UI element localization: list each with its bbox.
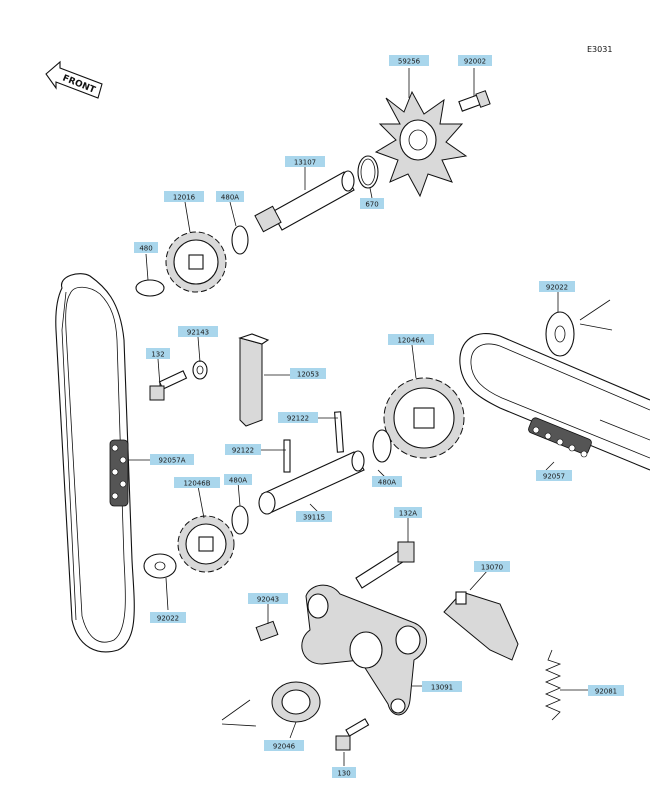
part-label-480A-mid[interactable]: 480A bbox=[224, 474, 252, 485]
circlip-480A-top-icon bbox=[231, 225, 249, 255]
part-label-12046A-text: 12046A bbox=[397, 337, 424, 345]
part-label-480A-mid-text: 480A bbox=[229, 477, 247, 485]
part-label-92143[interactable]: 92143 bbox=[178, 326, 218, 337]
sprocket-12046A-icon bbox=[383, 377, 465, 459]
bearing-92046-icon bbox=[271, 681, 321, 723]
o-ring-670-icon bbox=[357, 155, 379, 189]
part-label-13070-text: 13070 bbox=[481, 564, 503, 572]
part-label-12046B-text: 12046B bbox=[183, 480, 210, 488]
part-label-13070[interactable]: 13070 bbox=[474, 561, 510, 572]
part-label-92022-left[interactable]: 92022 bbox=[150, 612, 186, 623]
chain-slipper-13070-icon bbox=[443, 591, 519, 661]
part-label-39115[interactable]: 39115 bbox=[296, 511, 332, 522]
direction-arrow-right-icon bbox=[579, 299, 613, 331]
part-label-92081-text: 92081 bbox=[595, 688, 617, 696]
part-label-92043-text: 92043 bbox=[257, 596, 279, 604]
part-label-92057-text: 92057 bbox=[543, 473, 565, 481]
part-label-92122-bottom-text: 92122 bbox=[232, 447, 254, 455]
sprocket-12016-icon bbox=[165, 231, 227, 293]
part-label-92122-top-text: 92122 bbox=[287, 415, 309, 423]
shaft-39115-icon bbox=[258, 450, 365, 515]
part-label-12053[interactable]: 12053 bbox=[290, 368, 326, 379]
sprocket-12046B-icon bbox=[177, 515, 235, 573]
part-label-132[interactable]: 132 bbox=[146, 348, 170, 359]
part-label-92122-bottom[interactable]: 92122 bbox=[225, 444, 261, 455]
part-label-13091-text: 13091 bbox=[431, 684, 453, 692]
part-label-92002[interactable]: 92002 bbox=[458, 55, 492, 66]
part-label-13091[interactable]: 13091 bbox=[422, 681, 462, 692]
part-label-59256-text: 59256 bbox=[398, 58, 421, 66]
part-label-130[interactable]: 130 bbox=[332, 767, 356, 778]
bolt-92002-icon bbox=[458, 90, 491, 112]
part-label-92057A[interactable]: 92057A bbox=[150, 454, 194, 465]
part-label-132A[interactable]: 132A bbox=[394, 507, 422, 518]
part-label-92046[interactable]: 92046 bbox=[264, 740, 304, 751]
part-label-92122-top[interactable]: 92122 bbox=[278, 412, 318, 423]
part-label-480A-top-text: 480A bbox=[221, 194, 239, 202]
part-label-12016[interactable]: 12016 bbox=[164, 191, 204, 202]
circlip-480A-lower-icon bbox=[231, 505, 249, 535]
impeller-icon bbox=[374, 90, 468, 198]
chain-right-icon bbox=[459, 332, 650, 471]
part-label-92057[interactable]: 92057 bbox=[536, 470, 572, 481]
part-label-92002-text: 92002 bbox=[464, 58, 486, 66]
part-label-92143-text: 92143 bbox=[187, 329, 209, 337]
part-label-12046B[interactable]: 12046B bbox=[174, 477, 220, 488]
part-label-480A-right-text: 480A bbox=[378, 479, 396, 487]
part-label-92081[interactable]: 92081 bbox=[588, 685, 624, 696]
bolt-132-icon bbox=[149, 370, 188, 401]
pin-92122-a-icon bbox=[334, 411, 344, 453]
part-label-13107-text: 13107 bbox=[294, 159, 316, 167]
part-label-670[interactable]: 670 bbox=[360, 198, 384, 209]
part-label-480[interactable]: 480 bbox=[134, 242, 158, 253]
part-label-480A-top[interactable]: 480A bbox=[216, 191, 244, 202]
part-label-92022-right[interactable]: 92022 bbox=[539, 281, 575, 292]
part-label-12046A[interactable]: 12046A bbox=[388, 334, 434, 345]
bolt-130-icon bbox=[335, 718, 370, 751]
chain-right-links-icon bbox=[528, 417, 592, 458]
bolt-132A-icon bbox=[355, 541, 415, 589]
chain-left-icon bbox=[55, 273, 135, 653]
part-label-670-text: 670 bbox=[365, 201, 378, 209]
part-label-39115-text: 39115 bbox=[303, 514, 325, 522]
part-label-12053-text: 12053 bbox=[297, 371, 319, 379]
spring-92081-icon bbox=[544, 649, 562, 721]
part-label-480-text: 480 bbox=[139, 245, 152, 253]
direction-arrow-left-icon bbox=[221, 699, 257, 727]
washer-92022-right-icon bbox=[545, 311, 575, 357]
chain-guide-12053-icon bbox=[238, 333, 270, 427]
tensioner-arm-13091-icon bbox=[301, 584, 427, 716]
circlip-480A-right-icon bbox=[372, 429, 392, 463]
part-label-92046-text: 92046 bbox=[273, 743, 296, 751]
part-label-480A-right[interactable]: 480A bbox=[372, 476, 402, 487]
collar-92143-icon bbox=[192, 360, 208, 380]
pin-92122-b-icon bbox=[283, 439, 291, 473]
part-label-130-text: 130 bbox=[337, 770, 350, 778]
chain-joint-links-icon bbox=[109, 439, 129, 507]
part-label-92022-right-text: 92022 bbox=[546, 284, 568, 292]
washer-92022-left-icon bbox=[143, 553, 177, 579]
front-arrow-icon: FRONT bbox=[45, 60, 103, 99]
part-label-59256[interactable]: 59256 bbox=[389, 55, 429, 66]
collar-92043-icon bbox=[255, 620, 279, 642]
circlip-480-icon bbox=[135, 279, 165, 297]
part-label-13107[interactable]: 13107 bbox=[285, 156, 325, 167]
part-label-92057A-text: 92057A bbox=[158, 457, 185, 465]
part-label-12016-text: 12016 bbox=[173, 194, 196, 202]
diagram-code: E3031 bbox=[587, 45, 612, 54]
part-label-132A-text: 132A bbox=[399, 510, 417, 518]
part-label-92043[interactable]: 92043 bbox=[248, 593, 288, 604]
shaft-13107-icon bbox=[254, 170, 355, 233]
part-label-132-text: 132 bbox=[151, 351, 164, 359]
part-label-92022-left-text: 92022 bbox=[157, 615, 179, 623]
